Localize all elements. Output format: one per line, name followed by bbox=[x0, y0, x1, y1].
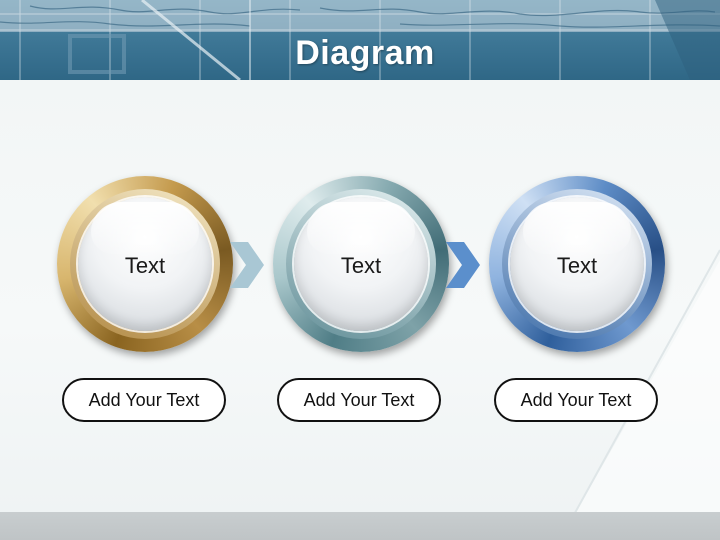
gloss-highlight bbox=[307, 202, 415, 254]
chevron-right-icon bbox=[446, 242, 480, 288]
caption-box-1: Add Your Text bbox=[62, 378, 226, 422]
map-texture-graphic bbox=[0, 0, 720, 80]
step-label-1: Text bbox=[124, 253, 166, 278]
chevron-right-icon bbox=[230, 242, 264, 288]
step-circle-3: Text bbox=[489, 176, 665, 352]
header-banner: Diagram bbox=[0, 0, 720, 80]
page-title: Diagram bbox=[295, 34, 435, 72]
footer-bar bbox=[0, 512, 720, 540]
caption-box-3: Add Your Text bbox=[494, 378, 658, 422]
gloss-highlight bbox=[91, 202, 199, 254]
step-circle-2: Text bbox=[273, 176, 449, 352]
step-circle-1: Text bbox=[57, 176, 233, 352]
caption-box-2: Add Your Text bbox=[277, 378, 441, 422]
gloss-highlight bbox=[523, 202, 631, 254]
step-label-3: Text bbox=[556, 253, 598, 278]
step-label-2: Text bbox=[340, 253, 382, 278]
